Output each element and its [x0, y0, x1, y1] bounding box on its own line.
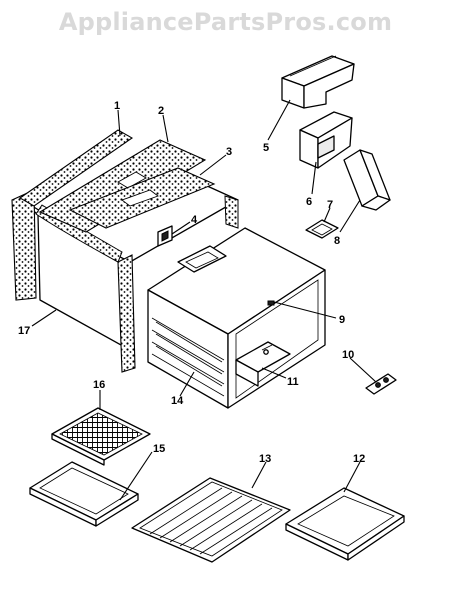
part-13-oven-rack — [131, 477, 291, 563]
part-11-burner-insert — [235, 341, 291, 387]
callout-6: 6 — [306, 196, 312, 208]
callout-4: 4 — [191, 214, 198, 226]
part-7-gasket — [305, 219, 339, 239]
callout-12: 12 — [353, 453, 365, 465]
callout-16: 16 — [93, 379, 105, 391]
callout-14: 14 — [171, 395, 184, 407]
part-6-vent-shroud — [299, 111, 353, 169]
callout-7: 7 — [327, 199, 333, 211]
part-9-screw — [267, 300, 275, 306]
part-3-insulation-pad — [68, 167, 216, 229]
callout-3: 3 — [226, 146, 232, 158]
part-1-insulation-strip — [18, 129, 134, 207]
part-4-bracket — [157, 225, 173, 247]
watermark: AppliancePartsPros.com — [58, 8, 393, 36]
callout-17: 17 — [18, 325, 30, 337]
part-15-broiler-pan — [29, 461, 139, 527]
leader-lines — [31, 99, 377, 501]
callout-10: 10 — [342, 349, 354, 361]
part-16-broiler-grid — [51, 407, 151, 466]
callout-5: 5 — [263, 142, 269, 154]
part-12-rack-frame — [285, 487, 405, 561]
callout-13: 13 — [259, 453, 271, 465]
callout-15: 15 — [153, 443, 165, 455]
callout-8: 8 — [334, 235, 340, 247]
callout-11: 11 — [287, 376, 299, 388]
callout-2: 2 — [158, 105, 164, 117]
callout-9: 9 — [339, 314, 345, 326]
part-5-vent-duct — [281, 55, 355, 109]
callout-1: 1 — [114, 100, 120, 112]
part-10-plate — [365, 373, 397, 395]
part-8-vent-chute — [343, 149, 391, 211]
